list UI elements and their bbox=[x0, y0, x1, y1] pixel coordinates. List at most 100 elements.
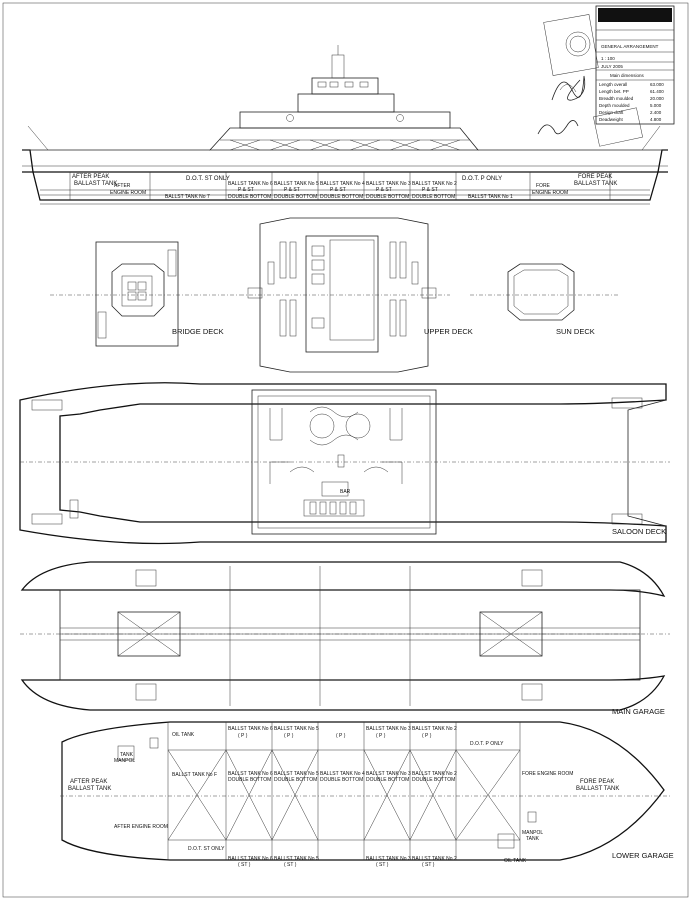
dim-value: 5.000 bbox=[650, 103, 662, 108]
sun-deck-plan: SUN DECK bbox=[470, 263, 620, 336]
profile-db: DOUBLE BOTTOM bbox=[412, 194, 455, 200]
lg-tank-2: TANK bbox=[526, 836, 540, 842]
lg-bt2-mid: BALLST TANK No 2 bbox=[412, 771, 457, 777]
profile-bt5: BALLST TANK No 5 bbox=[274, 181, 319, 187]
lg-p: ( P ) bbox=[238, 733, 248, 739]
lg-fore-peak: FORE PEAK bbox=[580, 779, 614, 785]
profile-fore-peak: FORE PEAK bbox=[578, 174, 612, 180]
profile-fore: FORE bbox=[536, 183, 551, 189]
lg-db: DOUBLE BOTTOM bbox=[366, 777, 409, 783]
lg-tank: TANK bbox=[120, 752, 134, 758]
lg-oil-tank-2: OIL TANK bbox=[504, 858, 527, 864]
lg-bt4-mid: BALLST TANK No 4 bbox=[320, 771, 365, 777]
saloon-deck-plan: BAR SALOON DECK bbox=[19, 382, 670, 545]
main-garage-label: MAIN GARAGE bbox=[612, 707, 665, 716]
lg-st: ( ST ) bbox=[238, 862, 251, 868]
dim-label: Depth moulded bbox=[599, 103, 630, 108]
lg-st: ( ST ) bbox=[422, 862, 435, 868]
profile-db: DOUBLE BOTTOM bbox=[228, 194, 271, 200]
profile-pst: P & ST bbox=[376, 187, 392, 193]
lg-fore-ballast: BALLAST TANK bbox=[576, 786, 619, 792]
profile-ballast-tank: BALLAST TANK bbox=[74, 181, 117, 187]
lg-p: ( P ) bbox=[422, 733, 432, 739]
lg-fore-engine-room: FORE ENGINE ROOM bbox=[522, 771, 573, 777]
lg-db: DOUBLE BOTTOM bbox=[274, 777, 317, 783]
dimensions-header: Main dimensions bbox=[610, 73, 645, 78]
dim-value: 4.800 bbox=[650, 117, 662, 122]
dim-value: 63.000 bbox=[650, 82, 664, 87]
lg-after-engine-room: AFTER ENGINE ROOM bbox=[114, 824, 168, 830]
signature-marks bbox=[537, 75, 586, 135]
profile-bt2: BALLST TANK No 2 bbox=[412, 181, 457, 187]
lg-manpol-2: MANPOL bbox=[522, 830, 543, 836]
profile-bt6: BALLST TANK No 6 bbox=[228, 181, 273, 187]
lg-ballast-tank: BALLAST TANK bbox=[68, 786, 111, 792]
profile-db: DOUBLE BOTTOM bbox=[320, 194, 363, 200]
lg-dot-st: D.O.T. ST ONLY bbox=[188, 846, 225, 852]
drawing-title: GENERAL ARRANGEMENT bbox=[601, 44, 659, 49]
profile-after: AFTER bbox=[114, 183, 131, 189]
profile-bt4: BALLST TANK No 4 bbox=[320, 181, 365, 187]
lg-bt6-bot: BALLST TANK No 6 bbox=[228, 856, 273, 862]
bar-label: BAR bbox=[340, 489, 351, 495]
lg-db: DOUBLE BOTTOM bbox=[228, 777, 271, 783]
sun-deck-label: SUN DECK bbox=[556, 327, 595, 336]
lg-manpol: MANPOL bbox=[114, 758, 135, 764]
dim-label: Breadth moulded bbox=[599, 96, 634, 101]
upper-deck-label: UPPER DECK bbox=[424, 327, 473, 336]
lg-bt5-bot: BALLST TANK No 5 bbox=[274, 856, 319, 862]
bridge-deck-plan: BRIDGE DECK bbox=[50, 241, 240, 347]
lg-p: ( P ) bbox=[284, 733, 294, 739]
lg-bt5-mid: BALLST TANK No 5 bbox=[274, 771, 319, 777]
profile-db: DOUBLE BOTTOM bbox=[366, 194, 409, 200]
profile-fore-engine: ENGINE ROOM bbox=[532, 190, 568, 196]
title-block: GENERAL ARRANGEMENT 1 : 100 JULY 2005 Ma… bbox=[595, 5, 675, 125]
scale-label: 1 : 100 bbox=[601, 56, 615, 61]
profile-db: DOUBLE BOTTOM bbox=[274, 194, 317, 200]
date-label: JULY 2005 bbox=[601, 64, 623, 69]
lg-oil-tank: OIL TANK bbox=[172, 732, 195, 738]
profile-bt1: BALLST TANK No 1 bbox=[468, 194, 513, 200]
lg-bt3-bot: BALLST TANK No 3 bbox=[366, 856, 411, 862]
dimension-rows: Length overall 63.000 Length bet. PP 61.… bbox=[596, 79, 674, 122]
profile-dot-p: D.O.T. P ONLY bbox=[462, 176, 502, 182]
bridge-deck-label: BRIDGE DECK bbox=[172, 327, 224, 336]
lg-bt2-top: BALLST TANK No 2 bbox=[412, 726, 457, 732]
lg-dot-p: D.O.T. P ONLY bbox=[470, 741, 504, 747]
dim-value: 2.400 bbox=[650, 110, 662, 115]
redacted-name-block bbox=[598, 8, 672, 22]
lg-ballast-f: BALLST TANK No F bbox=[172, 772, 217, 778]
lg-after-peak: AFTER PEAK bbox=[70, 779, 107, 785]
profile-dot-st: D.O.T. ST ONLY bbox=[186, 176, 230, 182]
lg-bt6-mid: BALLST TANK No 6 bbox=[228, 771, 273, 777]
dim-label: Length bet. PP bbox=[599, 89, 629, 94]
lg-bt5-top: BALLST TANK No 5 bbox=[274, 726, 319, 732]
approval-stamps bbox=[543, 14, 643, 147]
dim-label: Design draft bbox=[599, 110, 624, 115]
lg-db: DOUBLE BOTTOM bbox=[320, 777, 363, 783]
profile-bt3: BALLST TANK No 3 bbox=[366, 181, 411, 187]
dim-value: 61.400 bbox=[650, 89, 664, 94]
main-garage-plan: MAIN GARAGE bbox=[20, 561, 670, 716]
lower-garage-plan: OIL TANK TANK MANPOL AFTER PEAK BALLAST … bbox=[60, 721, 674, 868]
lg-st: ( ST ) bbox=[376, 862, 389, 868]
lg-p: ( P ) bbox=[336, 733, 346, 739]
lg-bt6-top: BALLST TANK No 6 bbox=[228, 726, 273, 732]
dim-label: Length overall bbox=[599, 82, 627, 87]
profile-pst: P & ST bbox=[422, 187, 438, 193]
profile-pst: P & ST bbox=[330, 187, 346, 193]
lg-bt2-bot: BALLST TANK No 2 bbox=[412, 856, 457, 862]
lower-garage-label: LOWER GARAGE bbox=[612, 851, 674, 860]
lg-bt3-mid: BALLST TANK No 3 bbox=[366, 771, 411, 777]
saloon-deck-label: SALOON DECK bbox=[612, 527, 666, 536]
profile-view: AFTER PEAK BALLAST TANK AFTER ENGINE ROO… bbox=[22, 45, 668, 205]
profile-pst: P & ST bbox=[238, 187, 254, 193]
lg-p: ( P ) bbox=[376, 733, 386, 739]
profile-engine-room: ENGINE ROOM bbox=[110, 190, 146, 196]
profile-after-peak: AFTER PEAK bbox=[72, 174, 109, 180]
lg-db: DOUBLE BOTTOM bbox=[412, 777, 455, 783]
profile-pst: P & ST bbox=[284, 187, 300, 193]
profile-fore-ballast: BALLAST TANK bbox=[574, 181, 617, 187]
